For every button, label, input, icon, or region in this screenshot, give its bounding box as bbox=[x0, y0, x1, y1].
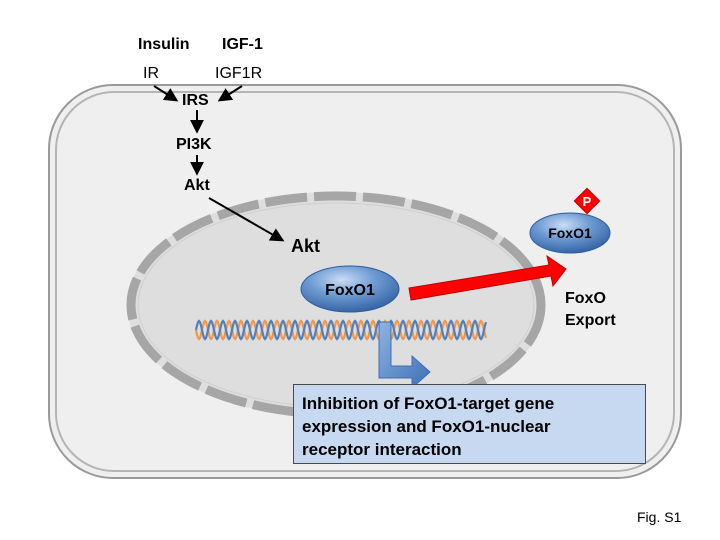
foxo1-exported-label: FoxO1 bbox=[548, 225, 592, 241]
akt-nuclear-label: Akt bbox=[291, 236, 321, 256]
igf1r-label: IGF1R bbox=[215, 65, 263, 82]
inhibition-callout-box: Inhibition of FoxO1-target gene expressi… bbox=[293, 384, 646, 464]
callout-line-2: expression and FoxO1-nuclear bbox=[302, 417, 551, 436]
foxo1-nuclear-bubble bbox=[300, 265, 400, 313]
figure-label: Fig. S1 bbox=[637, 509, 682, 525]
phospho-label: P bbox=[583, 194, 592, 209]
insulin-label: Insulin bbox=[138, 36, 190, 53]
pi3k-label: PI3K bbox=[176, 136, 212, 153]
callout-line-3: receptor interaction bbox=[302, 440, 462, 459]
arrow-ir-to-irs bbox=[153, 85, 179, 102]
foxo-export-label-line1: FoxO bbox=[565, 290, 606, 307]
inhibition-arrow bbox=[378, 321, 431, 390]
cell-membrane-inner bbox=[55, 91, 675, 472]
dna-helix bbox=[194, 319, 488, 341]
ir-label: IR bbox=[143, 65, 159, 82]
foxo1-exported-bubble bbox=[529, 212, 611, 254]
foxo-export-arrow bbox=[408, 254, 567, 301]
arrow-akt-to-nucleus bbox=[208, 197, 285, 242]
igf1-label: IGF-1 bbox=[222, 36, 263, 53]
callout-line-1: Inhibition of FoxO1-target gene bbox=[302, 394, 555, 413]
akt-cytoplasm-label: Akt bbox=[184, 177, 210, 194]
foxo-export-label-line2: Export bbox=[565, 312, 616, 329]
irs-label: IRS bbox=[182, 92, 209, 109]
foxo1-nuclear-label: FoxO1 bbox=[325, 282, 375, 299]
phospho-badge bbox=[573, 187, 601, 215]
arrow-igf1r-to-irs bbox=[217, 85, 243, 102]
